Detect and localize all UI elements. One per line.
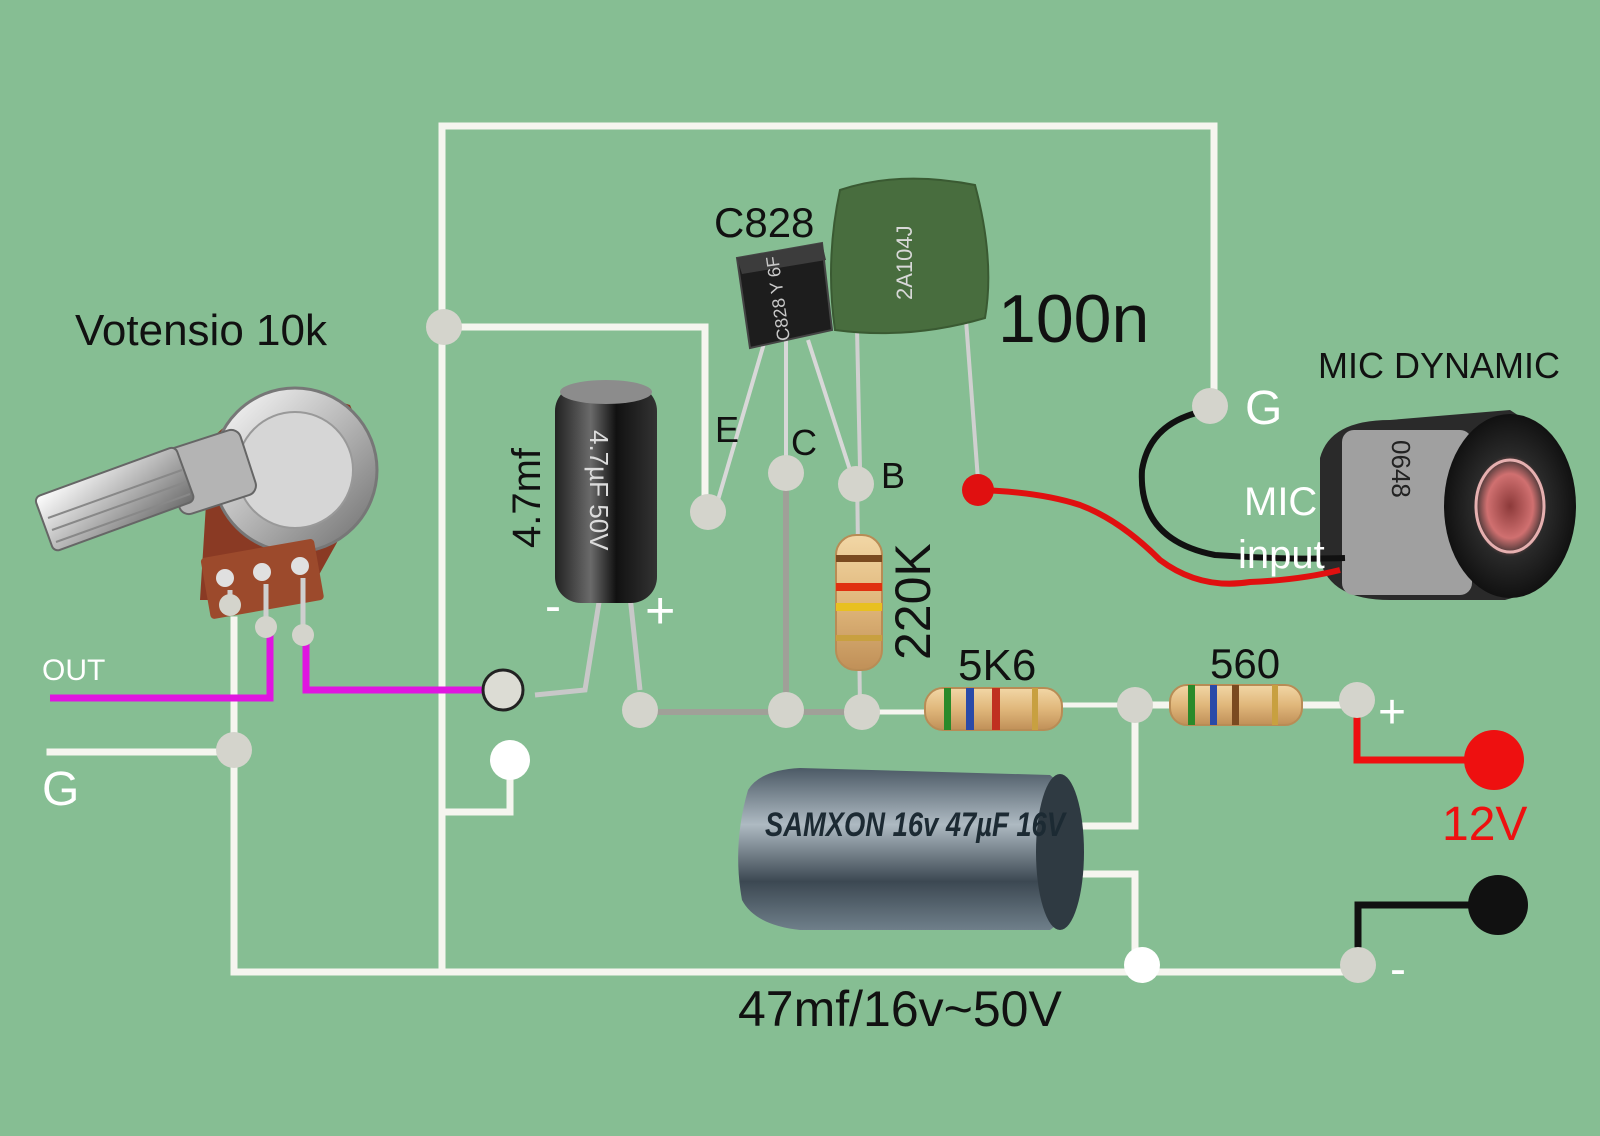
base-label: B [881, 455, 905, 496]
supply-minus-terminal[interactable] [1468, 875, 1528, 935]
big-electrolytic-capacitor: SAMXON 16v 47µF 16V [738, 768, 1084, 930]
mic-body-code: 0648 [1386, 440, 1416, 498]
node-resistor-junction [1117, 687, 1153, 723]
supply-minus-lead [1354, 901, 1490, 965]
top-rail-wire [438, 122, 1218, 976]
big-cap-ground-wire [1072, 870, 1139, 976]
small-capacitor-body-text: 4.7µF 50V [584, 430, 614, 551]
big-capacitor-value: 47mf/16v~50V [738, 981, 1062, 1037]
collector-wires [640, 473, 870, 715]
small-capacitor-value: 4.7mf [505, 447, 549, 548]
small-electrolytic-capacitor: 4.7µF 50V [534, 380, 657, 698]
node-base [838, 466, 874, 502]
mic-label: MIC DYNAMIC [1318, 345, 1560, 386]
r5k6-label: 5K6 [958, 641, 1036, 690]
collector-label: C [791, 422, 817, 463]
transistor: C828 Y 6F [716, 241, 852, 501]
film-capacitor-value: 100n [998, 281, 1149, 357]
transistor-label: C828 [714, 199, 814, 246]
pot-label: Votensio 10k [75, 306, 328, 355]
node-pot-pin-3 [292, 624, 314, 646]
node-cap-plus [622, 692, 658, 728]
nodes [216, 309, 1376, 983]
node-supply-minus [1340, 947, 1376, 983]
ground-label: G [42, 763, 79, 816]
supply-plus-terminal[interactable] [1464, 730, 1524, 790]
out-wires [50, 625, 490, 702]
node-bias [844, 694, 880, 730]
supply-plus-label: + [1378, 686, 1406, 739]
node-mic-signal [962, 474, 994, 506]
node-pot-pin-1 [219, 594, 241, 616]
node-mic-ground [1192, 388, 1228, 424]
supply-plus-lead [1353, 712, 1490, 764]
node-collector-bottom [768, 692, 804, 728]
node-big-cap-ground [1124, 947, 1160, 983]
dynamic-microphone: 0648 [1320, 410, 1576, 600]
r560-label: 560 [1210, 640, 1280, 687]
mic-ground-wire [1138, 407, 1346, 562]
node-emitter-feed [426, 309, 462, 345]
supply-minus-label: - [1390, 943, 1406, 996]
mic-ground-label: G [1245, 382, 1282, 435]
resistor-560 [1169, 684, 1303, 726]
node-supply-plus [1339, 682, 1375, 718]
cap-minus-label: - [545, 580, 561, 633]
emitter-label: E [715, 409, 739, 450]
r220k-label: 220K [885, 543, 941, 660]
node-emitter [690, 494, 726, 530]
film-capacitor-code: 2A104J [892, 225, 917, 300]
big-cap-link-wire [1072, 706, 1139, 830]
node-pot-return [490, 740, 530, 780]
mic-input-label-2: input [1238, 533, 1325, 577]
resistor-220k [835, 469, 883, 711]
node-pot-pin-2 [255, 616, 277, 638]
film-capacitor: 2A104J [830, 177, 990, 481]
mic-signal-wire [979, 487, 1341, 587]
mic-input-label-1: MIC [1244, 480, 1317, 524]
node-ground-input [216, 732, 252, 768]
big-capacitor-body-text: SAMXON 16v 47µF 16V [765, 806, 1068, 844]
node-collector [768, 455, 804, 491]
out-label: OUT [42, 654, 105, 687]
potentiometer [34, 386, 379, 636]
cap-plus-label: + [645, 582, 675, 640]
node-out [481, 668, 525, 712]
supply-voltage-label: 12V [1442, 798, 1527, 851]
resistor-5k6 [924, 687, 1063, 731]
